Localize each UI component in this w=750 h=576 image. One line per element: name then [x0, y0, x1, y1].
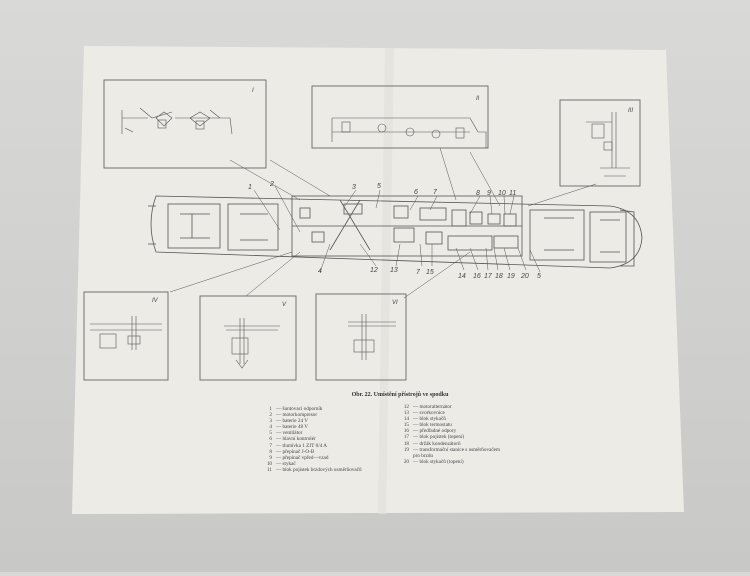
callout-18: 18 — [495, 273, 503, 280]
callout-12: 12 — [370, 267, 378, 274]
callout-7a: 7 — [433, 189, 438, 196]
legend-item: 4— baterie 48 V — [269, 424, 309, 431]
legend-item: 7— tlumivka 1 ZJT 0/4 A — [269, 442, 328, 449]
paper-fold — [378, 48, 394, 514]
legend-right: 12— motoralternátor 13— svorkovnice 14— … — [395, 404, 500, 465]
legend-item: 12— motoralternátor — [403, 404, 452, 410]
legend-item: 6— hlavní kontrolér — [269, 436, 316, 443]
callout-9: 9 — [487, 190, 491, 197]
callout-8: 8 — [476, 190, 480, 197]
legend-item: 8— přepínač J-O-B — [269, 448, 315, 455]
callout-2: 2 — [269, 181, 274, 188]
detail-panel-6 — [315, 293, 407, 381]
detail-panel-2 — [311, 85, 489, 149]
callout-15: 15 — [426, 269, 434, 276]
callout-17: 17 — [484, 273, 493, 280]
legend-item: 15— blok termostatu — [403, 422, 452, 429]
panel-label-1: I — [252, 88, 254, 94]
detail-panel-4 — [83, 291, 169, 381]
legend-item: 14— blok stykačů — [403, 416, 446, 423]
figure-caption: Obr. 22. Umístění přístrojů ve spodku — [351, 392, 449, 398]
callout-7b: 7 — [416, 269, 421, 276]
detail-panel-5 — [199, 295, 297, 381]
callout-16: 16 — [473, 273, 481, 280]
legend-item: 13— svorkovnice — [403, 410, 445, 417]
legend-item: 11— blok pojistek brzdových usměrňovačů — [267, 466, 362, 473]
legend-item: 18— držák kondenzátorů — [403, 440, 461, 447]
legend-item: 1— šuntovací odporník — [269, 406, 323, 412]
callout-4: 4 — [318, 268, 322, 275]
callout-14: 14 — [458, 273, 466, 280]
callout-6: 6 — [414, 189, 418, 196]
callout-3: 3 — [352, 184, 356, 191]
legend-left: 1— šuntovací odporník 2— motorkompresor … — [258, 406, 362, 473]
callout-5a: 5 — [377, 183, 381, 190]
leader-lines — [169, 147, 597, 299]
detail-panel-3 — [559, 99, 641, 187]
legend-item: 10— stykač — [266, 460, 296, 467]
legend-item: 16— předřadné odpory — [403, 428, 457, 435]
panel-label-6: VI — [392, 300, 398, 306]
callout-19: 19 — [507, 273, 515, 280]
legend-item: 3— baterie 24 V — [269, 418, 309, 425]
panel-label-4: IV — [152, 298, 159, 304]
panel-label-5: V — [282, 302, 287, 308]
legend-item: 2— motorkompresor — [269, 412, 318, 419]
callout-13: 13 — [390, 267, 398, 274]
detail-panel-1 — [103, 79, 267, 169]
legend-item: 17— blok pojistek (topení) — [403, 434, 465, 441]
panel-label-2: II — [476, 96, 480, 102]
legend-item: 20— blok stykačů (topení) — [403, 458, 464, 465]
legend-item: 9— přepínač vpřed—vzad — [269, 454, 329, 461]
callout-10: 10 — [498, 190, 506, 197]
callout-20: 20 — [520, 273, 529, 280]
legend-item: pro brzdu — [413, 452, 434, 459]
railcar-underframe — [148, 195, 643, 269]
legend-item: 5— ventilátor — [269, 430, 303, 437]
panel-label-3: III — [628, 108, 633, 114]
callout-1: 1 — [248, 184, 252, 191]
legend-item: 19— transformační stanice s usměrňovačem — [403, 446, 501, 453]
callout-5b: 5 — [537, 273, 541, 280]
paper — [72, 46, 684, 514]
callout-11: 11 — [509, 190, 516, 197]
